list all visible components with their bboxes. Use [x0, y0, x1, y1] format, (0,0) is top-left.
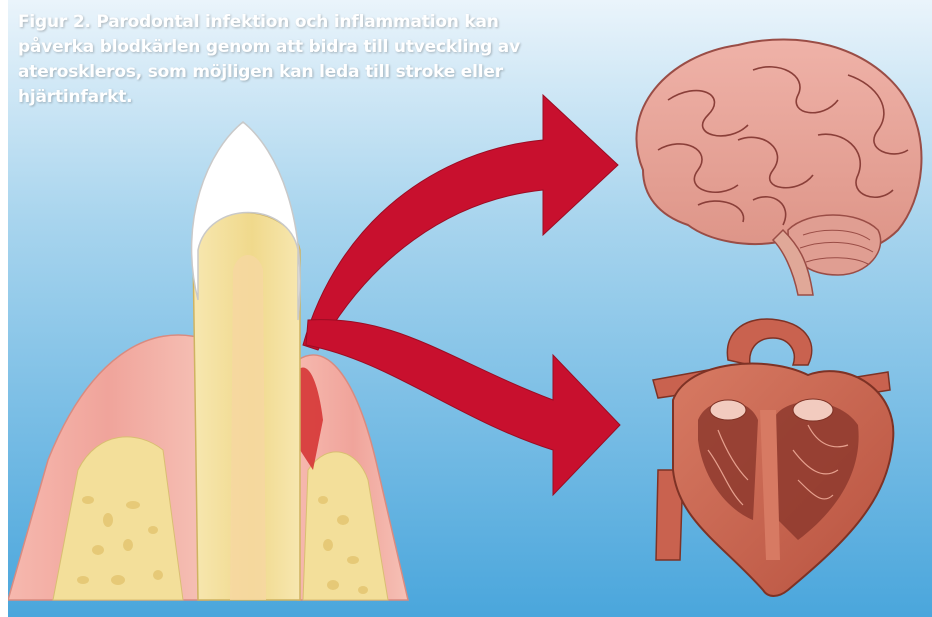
tooth-diagram: [8, 122, 408, 600]
valve-right: [793, 399, 833, 421]
figure-caption: Figur 2. Parodontal infektion och inflam…: [18, 10, 538, 110]
aorta: [727, 319, 811, 365]
heart: [653, 319, 893, 596]
figure-frame: Figur 2. Parodontal infektion och inflam…: [8, 0, 932, 617]
arrow-to-brain: [303, 95, 618, 350]
brain: [636, 39, 921, 295]
brain-cerebrum: [636, 39, 921, 253]
tooth-pulp: [230, 255, 266, 600]
valve-left: [710, 400, 746, 420]
